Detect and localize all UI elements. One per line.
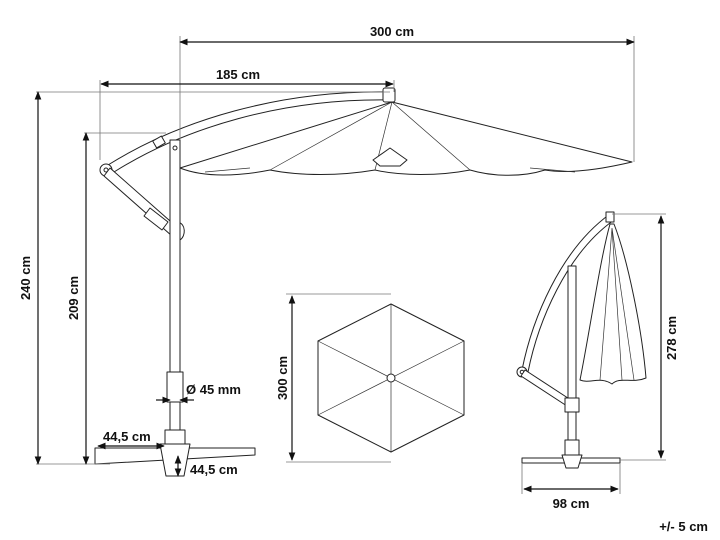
closed-canopy-folds (599, 227, 635, 381)
strut-sleeve (143, 207, 169, 231)
canopy-center-cap (386, 373, 396, 383)
label-canopy-diameter: 300 cm (275, 356, 290, 400)
arm-top-cap (382, 87, 396, 103)
base-front-leg (159, 443, 191, 477)
dimension-lines (34, 38, 635, 477)
extension-lines-left (36, 36, 635, 465)
canopy-underside (204, 167, 576, 173)
label-closed-base-width: 98 cm (553, 496, 590, 511)
pole-top-pin (172, 145, 178, 151)
extension-lines-right (521, 213, 666, 494)
tolerance-note: +/- 5 cm (659, 519, 708, 534)
dimension-labels: 300 cm 185 cm 240 cm 209 cm Ø 45 mm 44,5… (18, 24, 414, 477)
label-closed-height: 278 cm (664, 316, 679, 360)
arm-joint (152, 135, 166, 149)
label-base-width: 44,5 cm (190, 462, 238, 477)
label-arm-reach: 185 cm (216, 67, 260, 82)
closed-pole-sleeve (564, 397, 580, 413)
closed-base-foot (561, 454, 583, 469)
pole-sleeve (166, 371, 184, 403)
support-strut (103, 167, 179, 237)
closed-arm-cap (605, 211, 615, 223)
label-pole-diameter: Ø 45 mm (186, 382, 241, 397)
label-total-height: 240 cm (18, 256, 33, 300)
closed-canopy (579, 223, 647, 385)
canopy-top-view: 300 cm (275, 293, 465, 463)
label-total-width: 300 cm (370, 24, 414, 39)
canopy-hub (372, 147, 408, 167)
closed-umbrella-side-view (516, 211, 647, 469)
label-base-depth: 44,5 cm (103, 429, 151, 444)
closed-pole (567, 265, 577, 459)
label-clearance-height: 209 cm (66, 276, 81, 320)
